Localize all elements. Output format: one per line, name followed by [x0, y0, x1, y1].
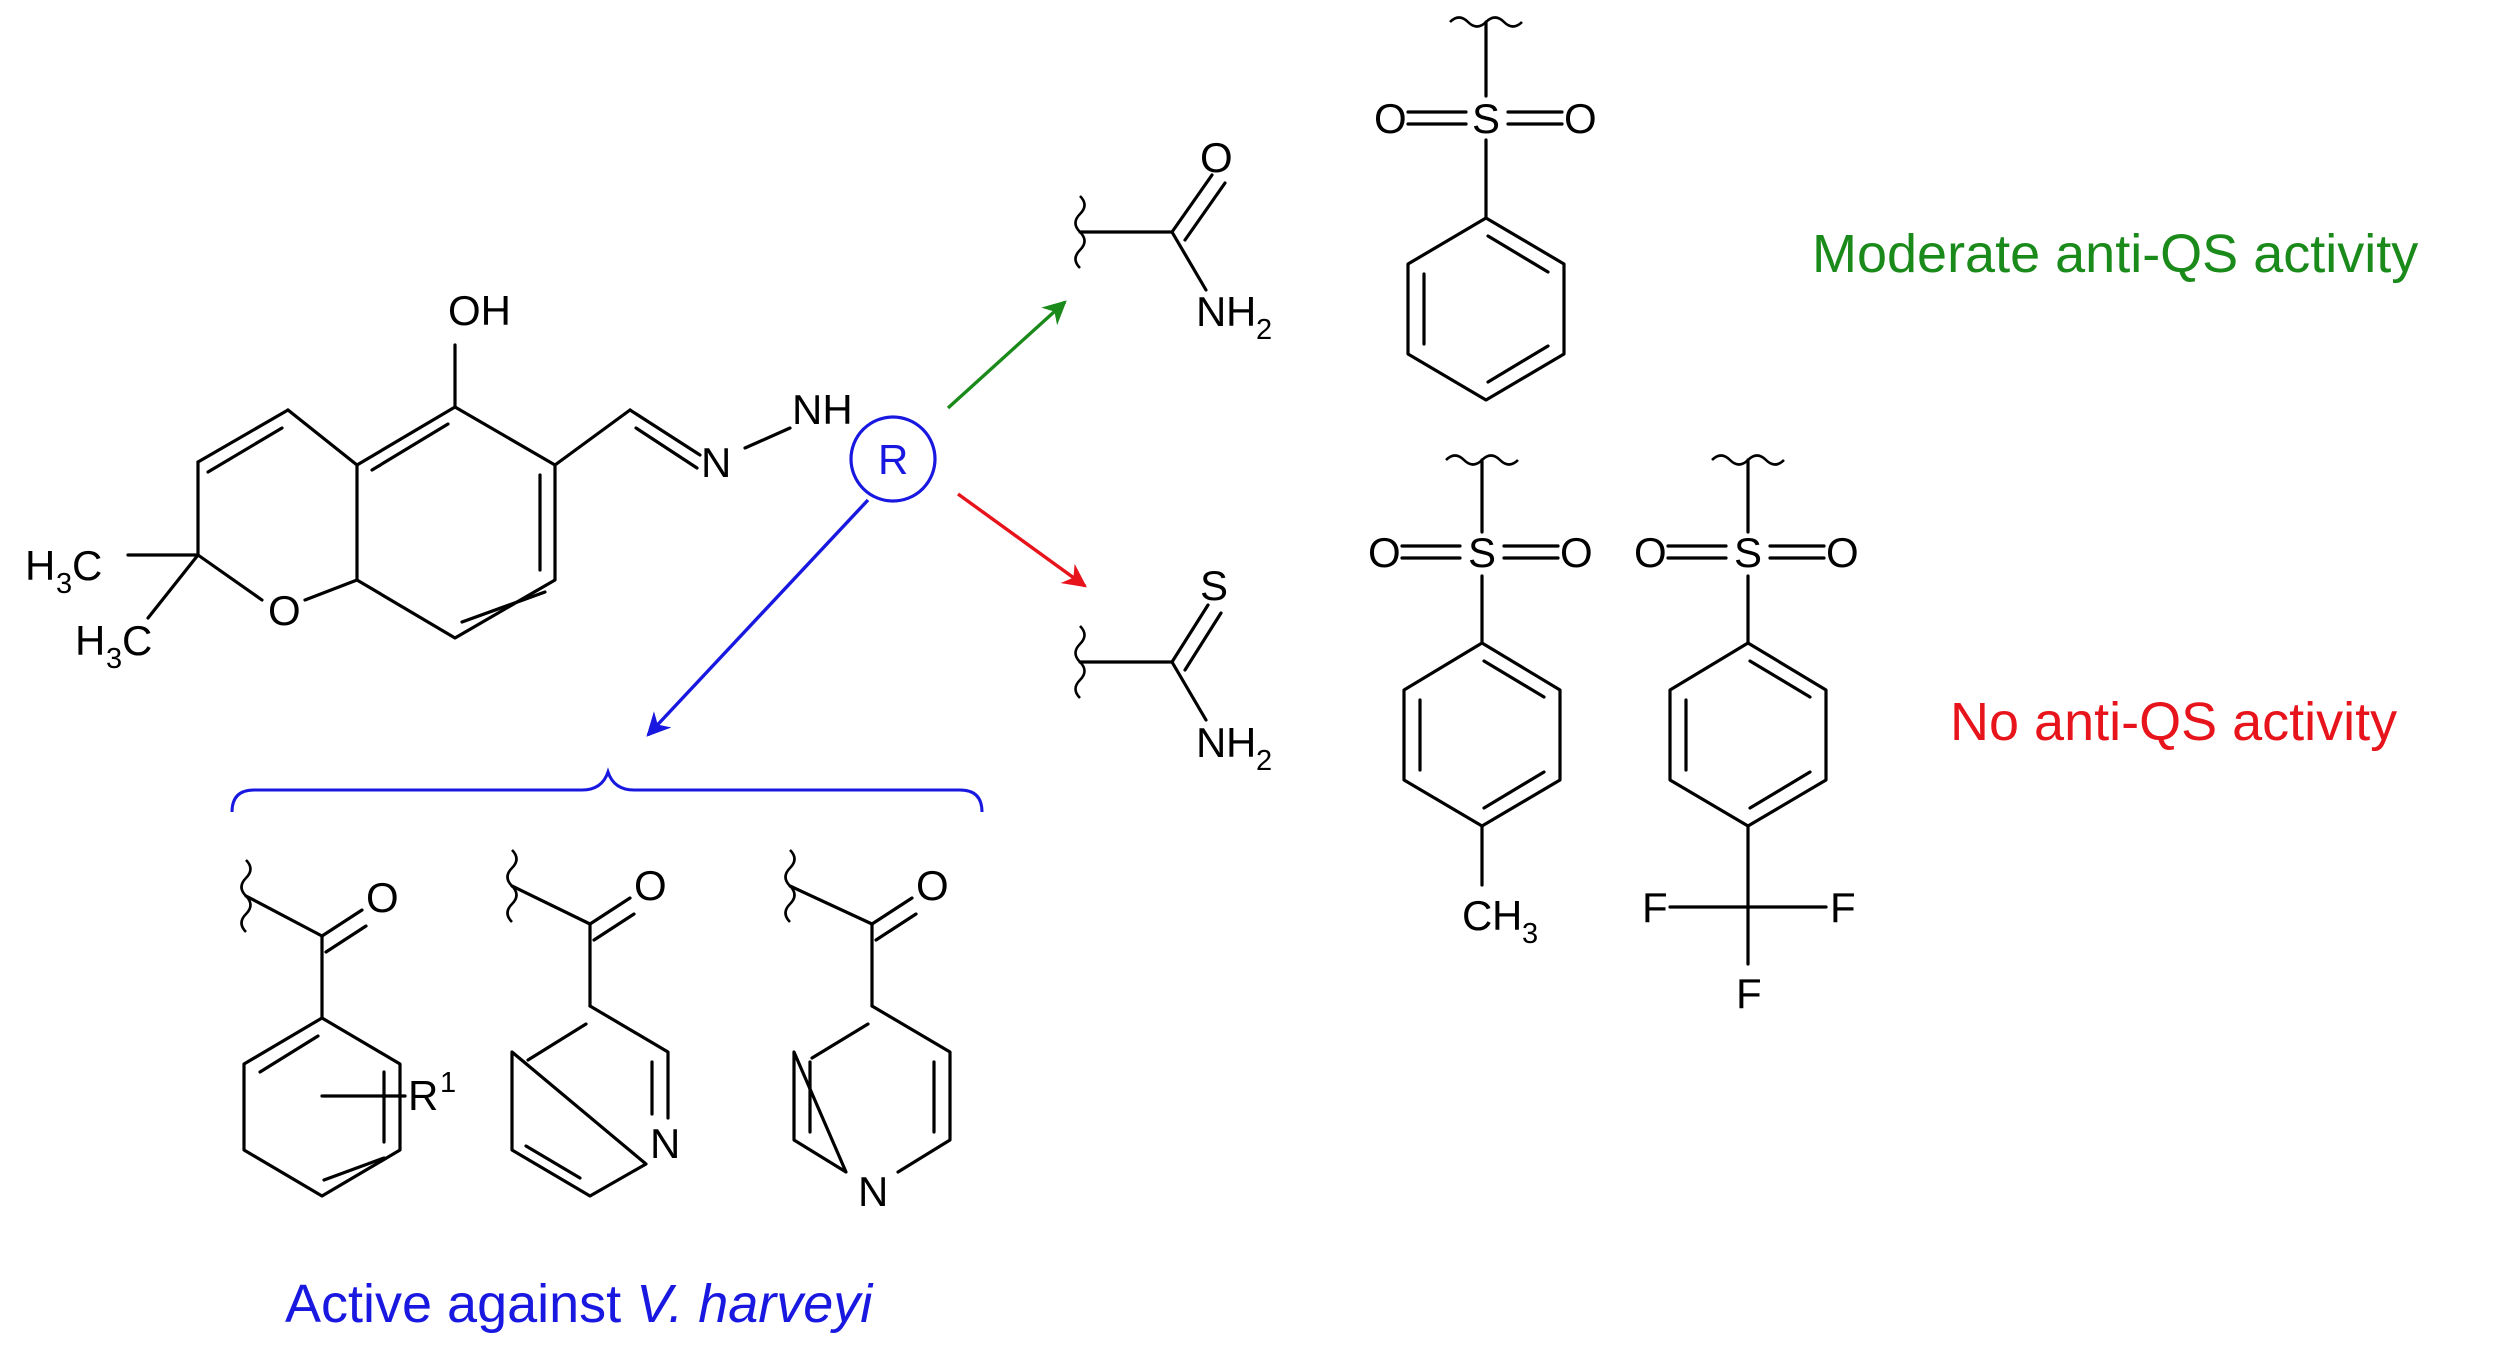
atom-h: H — [75, 617, 105, 664]
atom-r: R — [408, 1072, 438, 1119]
superscript-1: 1 — [440, 1067, 456, 1099]
chromene-core-structure: OH N NH O H 3 C H 3 C R — [25, 287, 937, 675]
label-no-activity: No anti-QS activity — [1950, 692, 2397, 752]
atom-oh: OH — [448, 287, 511, 334]
atom-pyridine-n: N — [650, 1120, 680, 1167]
atom-f: F — [1830, 884, 1856, 931]
trifluoromethylphenylsulfonyl-substituent: S O O F F F — [1634, 454, 1859, 1017]
label-active-prefix: Active against — [285, 1274, 636, 1334]
r-group-circle — [849, 415, 937, 503]
subscript-3: 3 — [1522, 918, 1538, 950]
atom-c: C — [122, 617, 152, 664]
red-arrow — [957, 492, 1087, 588]
benzoyl-substituent: O R 1 — [240, 859, 456, 1198]
atom-n: N — [1196, 719, 1226, 766]
atom-s: S — [1734, 529, 1762, 576]
phenylsulfonyl-substituent: S O O — [1374, 16, 1597, 402]
atom-c: C — [72, 542, 102, 589]
atom-n: N — [701, 439, 731, 486]
atom-s: S — [1468, 529, 1496, 576]
atom-h: H — [1226, 288, 1256, 335]
atom-o: O — [1560, 529, 1593, 576]
green-arrow — [946, 300, 1067, 410]
atom-o: O — [1368, 529, 1401, 576]
atom-s: S — [1200, 562, 1228, 609]
atom-ring-oxygen: O — [268, 587, 301, 634]
subscript-2: 2 — [1256, 314, 1272, 346]
atom-o: O — [634, 862, 667, 909]
blue-brace — [230, 767, 984, 813]
label-moderate-activity: Moderate anti-QS activity — [1812, 224, 2418, 284]
thiocarbamoyl-substituent: S N H 2 — [1074, 562, 1272, 777]
atom-nh: NH — [792, 386, 853, 433]
atom-h: H — [1226, 719, 1256, 766]
atom-o: O — [1200, 134, 1233, 181]
atom-o: O — [1634, 529, 1667, 576]
atom-o: O — [1374, 95, 1407, 142]
label-active-against: Active against V. harveyi — [285, 1274, 874, 1334]
r-group-label: R — [878, 436, 908, 483]
blue-arrow — [646, 498, 870, 737]
atom-c: C — [1462, 892, 1492, 939]
atom-s: S — [1472, 95, 1500, 142]
atom-pyridine-n: N — [858, 1168, 888, 1215]
tosyl-substituent: S O O C H 3 — [1368, 454, 1593, 950]
atom-o: O — [916, 862, 949, 909]
atom-o: O — [1826, 529, 1859, 576]
atom-f: F — [1736, 970, 1762, 1017]
subscript-3: 3 — [106, 643, 122, 675]
atom-o: O — [1564, 95, 1597, 142]
atom-o: O — [366, 874, 399, 921]
atom-h: H — [25, 542, 55, 589]
nicotinoyl-substituent: O N — [506, 849, 680, 1198]
subscript-3: 3 — [56, 568, 72, 600]
label-active-organism: V. harveyi — [636, 1274, 874, 1334]
atom-f: F — [1642, 884, 1668, 931]
atom-h: H — [1492, 892, 1522, 939]
atom-n: N — [1196, 288, 1226, 335]
isonicotinoyl-substituent: O N — [784, 849, 952, 1215]
subscript-2: 2 — [1256, 745, 1272, 777]
carbamoyl-substituent: O N H 2 — [1074, 134, 1272, 346]
